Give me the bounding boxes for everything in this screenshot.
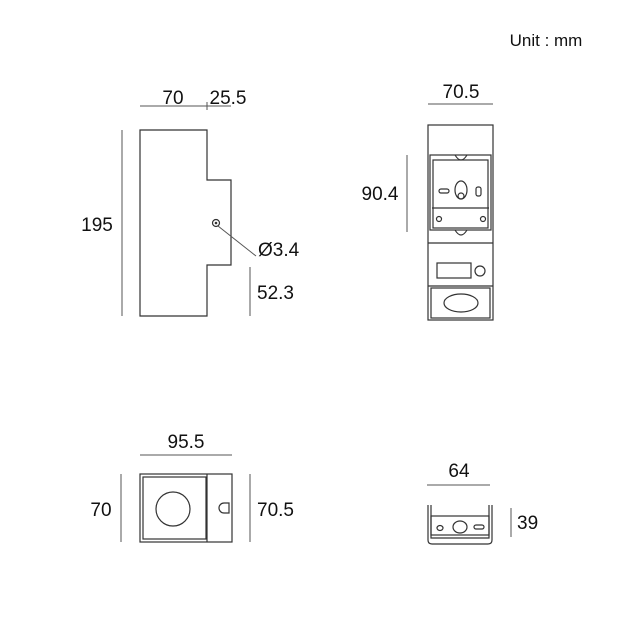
- side-outline: [139, 129, 232, 317]
- dim-bracket-height: 39: [517, 513, 538, 534]
- dim-width-step: 25.5: [210, 88, 247, 109]
- dim-bracket-width: 64: [448, 461, 470, 482]
- dim-height: 195: [81, 215, 113, 236]
- hole-leader: [217, 225, 257, 257]
- front-view: 70.5 90.4: [362, 82, 494, 321]
- dim-hole: Ø3.4: [258, 240, 300, 261]
- side-view: 70 25.5 195 Ø3.4 52.3: [81, 88, 300, 317]
- dim-depth-left: 70: [90, 500, 111, 521]
- dim-step-height: 52.3: [257, 283, 294, 304]
- dim-depth-right: 70.5: [257, 500, 294, 521]
- mounting-hole: [211, 218, 221, 228]
- unit-label: Unit : mm: [510, 31, 583, 50]
- dim-top-width: 95.5: [168, 432, 205, 453]
- bracket-view: 64 39: [427, 461, 538, 545]
- dim-width-main: 70: [162, 88, 183, 109]
- dim-front-width: 70.5: [443, 82, 480, 103]
- top-view: 95.5 70 70.5: [90, 432, 294, 543]
- dim-plate-height: 90.4: [362, 184, 399, 205]
